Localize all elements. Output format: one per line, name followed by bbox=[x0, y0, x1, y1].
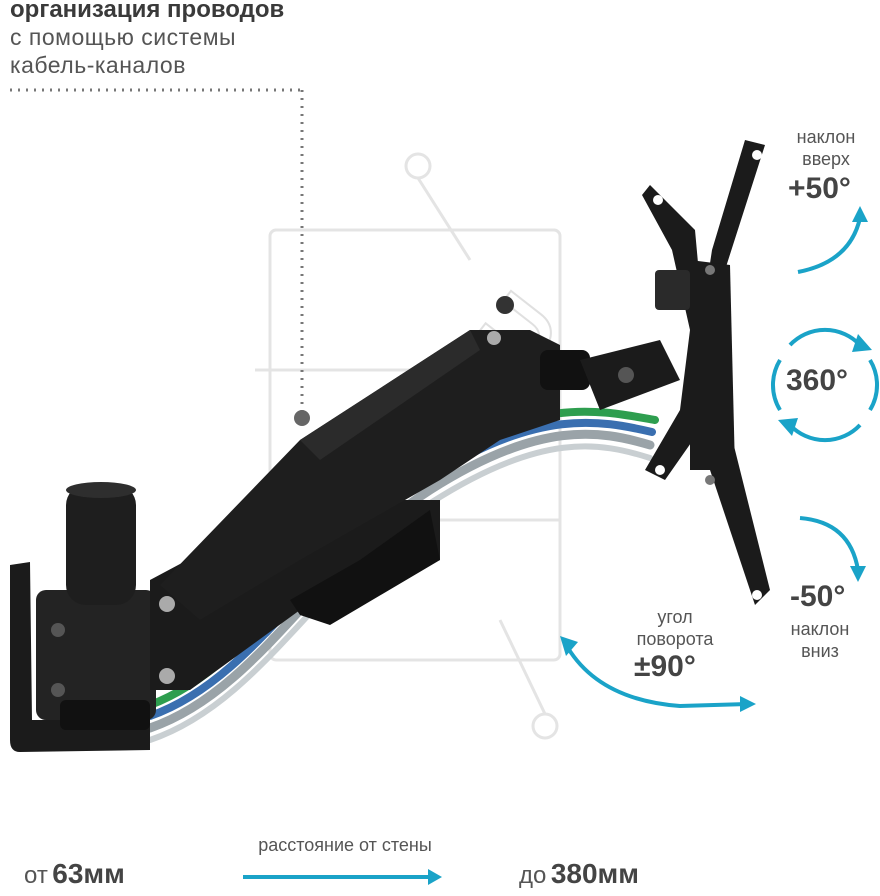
wall-plate bbox=[10, 482, 156, 752]
tilt-down-label: наклон вниз bbox=[780, 618, 860, 662]
rotation-arrow bbox=[770, 327, 880, 443]
distance-from-prefix: от bbox=[24, 862, 48, 889]
cable-caption-line2: с помощью системы bbox=[10, 24, 237, 50]
watermark-graphic bbox=[255, 152, 562, 740]
cable-caption-title: организация проводов bbox=[10, 0, 285, 23]
tilt-down-arrow bbox=[799, 516, 866, 582]
swivel-value: ±90° bbox=[634, 650, 696, 683]
distance-arrow bbox=[243, 869, 442, 885]
distance-to-prefix: до bbox=[519, 862, 547, 889]
distance-to-value: 380мм bbox=[550, 858, 639, 889]
swivel-label-line2: поворота bbox=[636, 629, 714, 649]
swivel-arrow bbox=[560, 636, 756, 712]
tilt-down-label-line2: вниз bbox=[801, 641, 839, 661]
distance-caption: расстояние от стены bbox=[258, 835, 432, 855]
tilt-up-label: наклон вверх bbox=[786, 126, 866, 170]
tilt-up-label-line2: вверх bbox=[802, 149, 850, 169]
cable-caption-line3: кабель-каналов bbox=[10, 52, 186, 78]
leader-line bbox=[10, 88, 310, 426]
tilt-down-value: -50° bbox=[790, 580, 846, 613]
tilt-joint bbox=[540, 340, 680, 410]
rotation-value: 360° bbox=[786, 364, 849, 397]
distance-to: до 380мм bbox=[519, 858, 639, 890]
tilt-up-value: +50° bbox=[788, 172, 851, 205]
tilt-down-label-line1: наклон bbox=[790, 619, 850, 639]
tilt-up-label-line1: наклон bbox=[796, 127, 856, 147]
vesa-plate bbox=[642, 140, 770, 605]
tilt-up-arrow bbox=[797, 206, 868, 274]
upper-arm bbox=[160, 296, 560, 620]
distance-from-value: 63мм bbox=[52, 858, 125, 889]
distance-from: от 63мм bbox=[24, 858, 125, 890]
swivel-label: угол поворота bbox=[625, 606, 725, 650]
swivel-label-line1: угол bbox=[657, 607, 693, 627]
